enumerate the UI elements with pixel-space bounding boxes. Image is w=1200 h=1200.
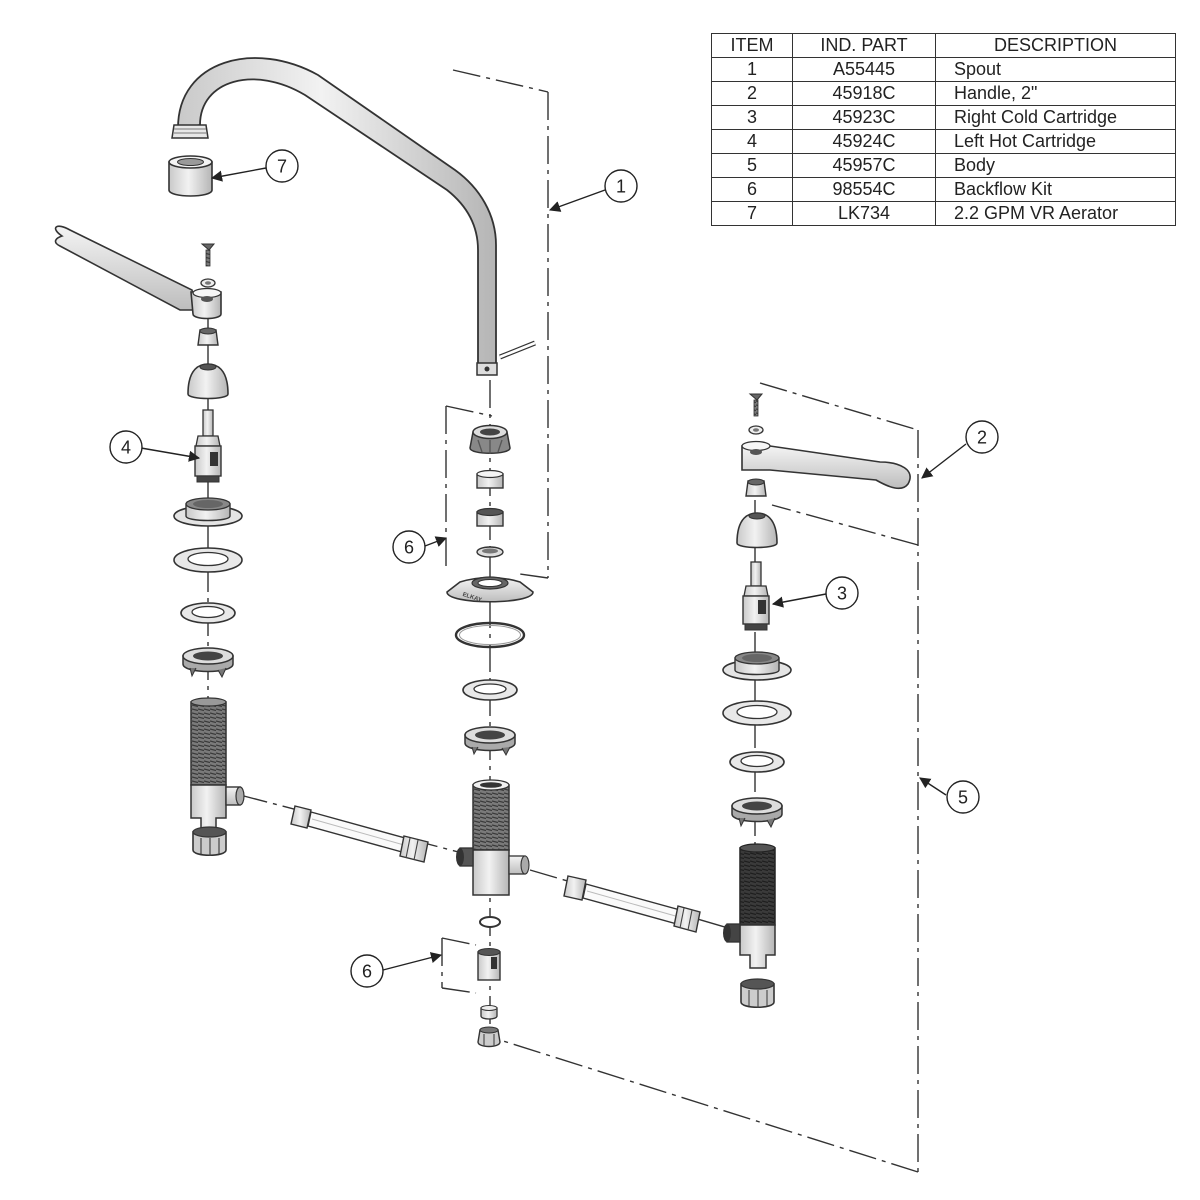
handle (741, 440, 911, 490)
cell-description: Backflow Kit (935, 177, 1176, 202)
table-row: 6 98554C Backflow Kit (711, 177, 1176, 202)
callout-5: 5 (946, 780, 980, 814)
cell-item: 4 (711, 129, 793, 154)
parts-table: ITEM IND. PART DESCRIPTION 1 A55445 Spou… (711, 33, 1176, 226)
callout-1-label: 1 (616, 177, 626, 197)
cell-description: Right Cold Cartridge (935, 105, 1176, 130)
left-valve-stack (54, 225, 245, 857)
callout-5-label: 5 (958, 788, 968, 808)
cell-description: Body (935, 153, 1176, 178)
cell-item: 5 (711, 153, 793, 178)
table-row: 4 45924C Left Hot Cartridge (711, 129, 1176, 154)
cell-part: A55445 (792, 57, 936, 82)
aerator (168, 155, 213, 197)
centre-stack: ELKAY (446, 424, 534, 1048)
callout-2: 2 (965, 420, 999, 454)
cell-part: LK734 (792, 201, 936, 226)
cell-part: 45923C (792, 105, 936, 130)
header-item: ITEM (711, 33, 793, 58)
callout-3: 3 (825, 576, 859, 610)
callout-4: 4 (109, 430, 143, 464)
supply-tube-right (563, 875, 701, 933)
right-valve-stack (722, 393, 911, 1009)
header-part: IND. PART (792, 33, 936, 58)
callout-leaders (140, 167, 967, 971)
cell-item: 6 (711, 177, 793, 202)
escutcheon-stamp: ELKAY (462, 592, 483, 604)
assembly-lines (207, 69, 919, 1173)
right-cold-cartridge (742, 561, 770, 631)
cell-description: Handle, 2" (935, 81, 1176, 106)
callout-2-label: 2 (977, 428, 987, 448)
left-hot-cartridge (194, 409, 222, 483)
table-row: 3 45923C Right Cold Cartridge (711, 105, 1176, 130)
cell-item: 7 (711, 201, 793, 226)
table-row: 5 45957C Body (711, 153, 1176, 178)
table-row: 7 LK734 2.2 GPM VR Aerator (711, 201, 1176, 226)
callout-6-upper: 6 (392, 530, 426, 564)
spout (171, 57, 536, 376)
callout-6-upper-label: 6 (404, 538, 414, 558)
callout-3-label: 3 (837, 584, 847, 604)
cell-part: 45924C (792, 129, 936, 154)
cell-description: 2.2 GPM VR Aerator (935, 201, 1176, 226)
callout-7-label: 7 (277, 157, 287, 177)
callout-6-lower: 6 (350, 954, 384, 988)
cell-part: 45957C (792, 153, 936, 178)
callout-6-lower-label: 6 (362, 962, 372, 982)
header-description: DESCRIPTION (935, 33, 1176, 58)
table-row: 2 45918C Handle, 2" (711, 81, 1176, 106)
cell-description: Spout (935, 57, 1176, 82)
cell-item: 2 (711, 81, 793, 106)
callout-7: 7 (265, 149, 299, 183)
parts-table-header: ITEM IND. PART DESCRIPTION (711, 33, 1176, 58)
supply-tube-left (290, 805, 429, 863)
cell-item: 1 (711, 57, 793, 82)
cell-description: Left Hot Cartridge (935, 129, 1176, 154)
callout-4-label: 4 (121, 438, 131, 458)
table-row: 1 A55445 Spout (711, 57, 1176, 82)
cell-item: 3 (711, 105, 793, 130)
callout-1: 1 (604, 169, 638, 203)
cell-part: 45918C (792, 81, 936, 106)
cell-part: 98554C (792, 177, 936, 202)
